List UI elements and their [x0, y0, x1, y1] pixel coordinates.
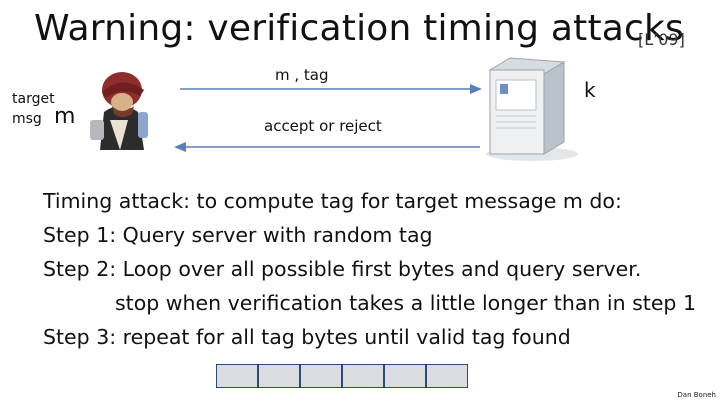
- step-2-continuation: stop when verification takes a little lo…: [115, 291, 696, 315]
- attacker-icon: [90, 72, 148, 150]
- tag-byte-cell: [343, 365, 385, 387]
- tag-byte-cell: [301, 365, 343, 387]
- request-arrow: [180, 84, 482, 94]
- tag-byte-cell: [385, 365, 427, 387]
- response-label: accept or reject: [264, 117, 382, 135]
- tag-byte-cell: [427, 365, 467, 387]
- response-arrow: [174, 142, 480, 152]
- tag-byte-cell: [217, 365, 259, 387]
- step-2-line: Step 2: Loop over all possible first byt…: [43, 257, 642, 281]
- attack-line: Timing attack: to compute tag for target…: [43, 189, 622, 213]
- slide-title: Warning: verification timing attacks: [34, 8, 685, 49]
- attack-description: Timing attack: to compute tag for target…: [43, 184, 696, 354]
- server-key: k: [584, 78, 596, 102]
- target-message-m: m: [54, 104, 76, 129]
- target-word: target: [12, 91, 55, 107]
- author-footer: Dan Boneh: [677, 391, 716, 399]
- target-label: target msg: [12, 89, 55, 129]
- tag-byte-cell: [259, 365, 301, 387]
- request-label: m , tag: [275, 66, 329, 84]
- step-3-line: Step 3: repeat for all tag bytes until v…: [43, 325, 571, 349]
- msg-word: msg: [12, 111, 42, 127]
- citation: [L’09]: [638, 30, 685, 49]
- step-1-line: Step 1: Query server with random tag: [43, 223, 433, 247]
- tag-bytes: [216, 364, 468, 388]
- server-icon: [486, 57, 578, 161]
